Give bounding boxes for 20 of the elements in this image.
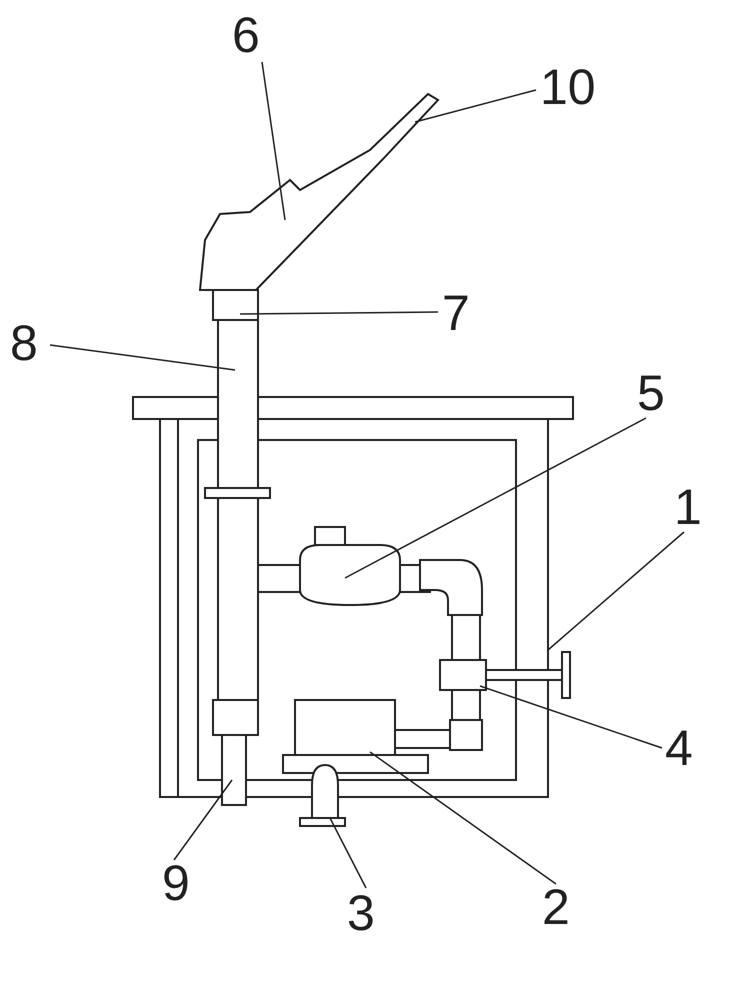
- callout-number: 2: [540, 882, 572, 932]
- leader-line: [240, 311, 438, 315]
- leader-line: [344, 417, 646, 579]
- leader-line: [50, 344, 236, 371]
- callout-number: 7: [440, 288, 472, 338]
- leader-line: [414, 89, 536, 123]
- leader-line: [480, 685, 662, 749]
- leader-line: [370, 751, 556, 885]
- callout-number: 5: [635, 368, 667, 418]
- callout-number: 1: [672, 482, 704, 532]
- callout-number: 8: [8, 318, 40, 368]
- callout-number: 4: [663, 723, 695, 773]
- leader-line: [173, 780, 233, 860]
- callout-number: 6: [230, 10, 262, 60]
- callout-number: 9: [160, 858, 192, 908]
- leader-line: [261, 62, 286, 220]
- leader-line: [329, 818, 367, 888]
- leader-line: [548, 531, 684, 651]
- callout-number: 3: [345, 888, 377, 938]
- callout-number: 10: [538, 62, 598, 112]
